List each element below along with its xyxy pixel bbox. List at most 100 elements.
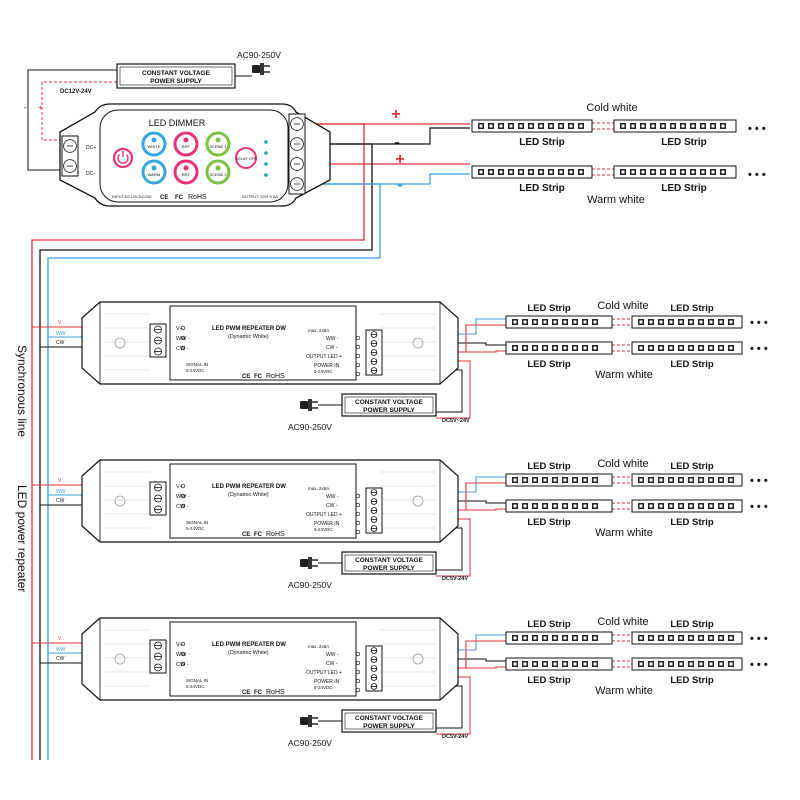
terminal-indicator — [355, 520, 361, 526]
led-strip-label: LED Strip — [661, 183, 707, 194]
output-ww-label: WW - — [326, 336, 339, 342]
led-chip-center — [533, 478, 537, 482]
input-ww-label: WW - — [176, 494, 190, 500]
led-chip-center — [543, 662, 547, 666]
led-chip-center — [621, 124, 625, 128]
led-chip-center — [679, 346, 683, 350]
led-strip-label: LED Strip — [670, 619, 713, 630]
dimmer-input-label: INPUT:DC12V-DC24V — [112, 194, 152, 199]
ce-mark: CE — [242, 690, 250, 696]
led-chip-center — [639, 504, 643, 508]
dc-voltage-label: DC5V-24V — [442, 576, 468, 582]
warm-white-label: Warm white — [587, 194, 645, 206]
led-chip-center — [641, 170, 645, 174]
max-current-label: max. 2x8A — [308, 644, 329, 649]
led-chip-center — [499, 124, 503, 128]
power-supply-inner — [344, 712, 434, 730]
led-chip-center — [721, 124, 725, 128]
sync-bus-cw — [39, 143, 373, 760]
led-chip-center — [709, 504, 713, 508]
led-chip-center — [639, 320, 643, 324]
repeater-label-panel — [169, 305, 357, 381]
terminal-indicator — [180, 345, 186, 351]
led-chip-center — [719, 662, 723, 666]
ac-label: AC90-250V — [288, 580, 332, 590]
led-chip-center — [651, 170, 655, 174]
led-chip-center — [669, 636, 673, 640]
ac-label: AC90-250V — [237, 50, 281, 60]
led-chip-center — [649, 320, 653, 324]
terminal-indicator — [180, 641, 186, 647]
led-chip-center — [659, 636, 663, 640]
led-chip-center — [563, 504, 567, 508]
led-chip-center — [543, 504, 547, 508]
dc-minus-label: DC- — [86, 171, 95, 177]
led-chip-center — [719, 346, 723, 350]
led-chip-center — [573, 346, 577, 350]
psu-label-line2: POWER SUPPLY — [363, 407, 415, 414]
led-chip-center — [563, 478, 567, 482]
led-chip-center — [659, 478, 663, 482]
led-chip-center — [583, 320, 587, 324]
led-strip-label: LED Strip — [670, 303, 713, 314]
led-chip-center — [729, 662, 733, 666]
led-chip-center — [573, 478, 577, 482]
plug-body — [300, 717, 308, 725]
power-icon — [117, 154, 129, 164]
led-chip-center — [579, 170, 583, 174]
led-chip-center — [621, 170, 625, 174]
led-chip-center — [639, 478, 643, 482]
led-chip-center — [709, 662, 713, 666]
led-chip-center — [543, 636, 547, 640]
led-chip-center — [533, 636, 537, 640]
psu-label-line1: CONSTANT VOLTAGE — [355, 399, 424, 406]
led-chip-center — [559, 170, 563, 174]
plus-sign: + — [38, 103, 43, 112]
led-chip-center — [573, 636, 577, 640]
led-chip-center — [709, 346, 713, 350]
ac-plug-icon — [252, 63, 270, 75]
repeater-power-supply — [341, 393, 437, 417]
plus-sign-large: + — [395, 151, 404, 168]
led-chip-center — [499, 170, 503, 174]
led-chip-center — [699, 504, 703, 508]
led-chip-center — [699, 636, 703, 640]
led-chip-center — [573, 320, 577, 324]
led-strip-label: LED Strip — [670, 461, 713, 472]
dimmer-title: LED DIMMER — [149, 118, 206, 128]
dc-plus-label: DC+ — [86, 145, 96, 151]
output-cw-label: CW - — [326, 345, 338, 351]
led-chip-center — [479, 170, 483, 174]
bus-cw-label: CW — [56, 340, 65, 346]
input-v-label: V+ — [176, 326, 183, 332]
terminal-indicator — [355, 493, 361, 499]
led-chip-center — [549, 170, 553, 174]
led-strip-label: LED Strip — [527, 359, 570, 370]
led-chip-center — [553, 636, 557, 640]
led-chip-center — [583, 636, 587, 640]
psu-label-line2: POWER SUPPLY — [363, 565, 415, 572]
continuation-dots: • • • — [750, 475, 768, 487]
rohs-mark: RoHS — [266, 689, 285, 696]
minus-sign-large: - — [397, 174, 403, 194]
bus-ww-label: WW — [56, 647, 66, 653]
power-in-label: POWER IN — [314, 521, 340, 527]
power-voltage-label: 5-24VDC — [314, 685, 333, 690]
repeater-inner-frame — [99, 459, 441, 543]
led-chip-center — [563, 662, 567, 666]
led-chip-center — [711, 170, 715, 174]
led-chip-center — [681, 170, 685, 174]
led-chip-center — [579, 124, 583, 128]
signal-indicator-dot — [264, 151, 268, 155]
repeater-title: LED PWM REPEATER DW — [212, 326, 286, 332]
bus-ww-label: WW — [56, 489, 66, 495]
led-chip-center — [509, 170, 513, 174]
led-chip-center — [681, 124, 685, 128]
led-chip-center — [563, 346, 567, 350]
led-chip-center — [539, 124, 543, 128]
led-chip-center — [699, 478, 703, 482]
power-voltage-label: 5-24VDC — [314, 369, 333, 374]
repeater-subtitle: (Dynamic White) — [228, 650, 269, 656]
continuation-dots: • • • — [750, 343, 768, 355]
led-chip-center — [543, 346, 547, 350]
